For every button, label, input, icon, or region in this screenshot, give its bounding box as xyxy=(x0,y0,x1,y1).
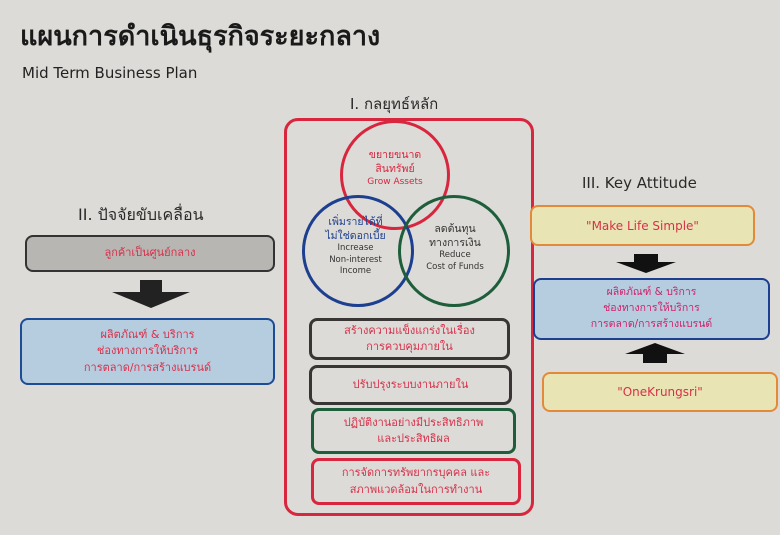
box-efficiency: ปฏิบัติงานอย่างมีประสิทธิภาพและประสิทธิผ… xyxy=(311,408,516,454)
core-strategy-panel xyxy=(284,118,534,516)
grow-assets-label: ขยายขนาดสินทรัพย์Grow Assets xyxy=(367,149,423,188)
customer-centric-box: ลูกค้าเป็นศูนย์กลาง xyxy=(25,235,275,272)
page-title: แผนการดำเนินธุรกิจระยะกลาง xyxy=(20,21,381,52)
page-subtitle: Mid Term Business Plan xyxy=(22,64,198,82)
arrow-down-icon xyxy=(140,280,162,292)
drivers-product-box: ผลิตภัณฑ์ & บริการช่องทางการให้บริการการ… xyxy=(20,318,275,385)
box-improve-systems: ปรับปรุงระบบงานภายใน xyxy=(309,365,512,405)
circle-reduce-cost xyxy=(398,195,510,307)
box-hr-environment: การจัดการทรัพยากรบุคคล และสภาพแวดล้อมในก… xyxy=(311,458,521,505)
attitude-heading: III. Key Attitude xyxy=(582,174,697,192)
arrow-down-head xyxy=(616,262,676,273)
arrow-up-icon xyxy=(643,354,667,363)
arrow-up-head xyxy=(625,343,685,354)
onekrungsri-box: "OneKrungsri" xyxy=(542,372,778,412)
arrow-down-head xyxy=(112,292,190,308)
drivers-heading: II. ปัจจัยขับเคลื่อน xyxy=(78,205,204,224)
arrow-down-icon xyxy=(634,254,658,262)
box-internal-control: สร้างความแข็งแกร่งในเรื่องการควบคุมภายใน xyxy=(309,318,510,360)
core-heading: I. กลยุทธ์หลัก xyxy=(350,95,439,113)
attitude-product-box: ผลิตภัณฑ์ & บริการช่องทางการให้บริการการ… xyxy=(533,278,770,340)
make-life-simple-box: "Make Life Simple" xyxy=(530,205,755,246)
